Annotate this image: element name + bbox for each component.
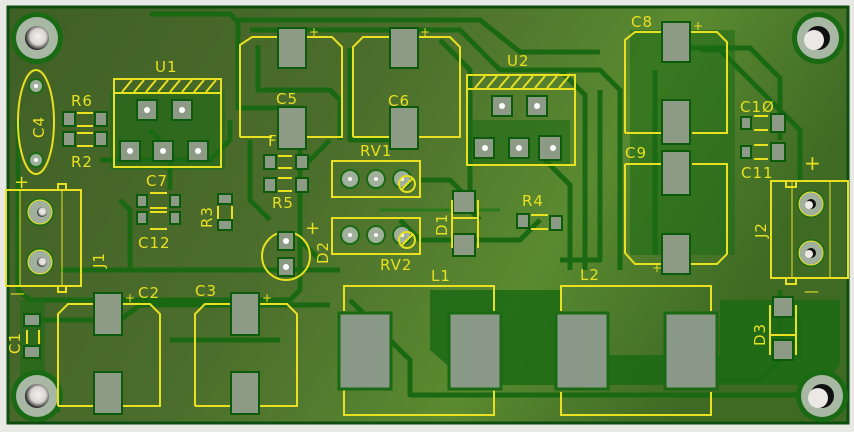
c5-polarity: + — [309, 25, 320, 39]
component-c4[interactable]: C4 — [17, 69, 55, 175]
component-l2[interactable]: L2 — [554, 266, 719, 416]
r7-partial-label: F — [268, 132, 278, 150]
r2-label: R2 — [71, 153, 93, 171]
component-rv2[interactable]: RV2 — [331, 217, 421, 274]
j1-plus-label: + — [14, 172, 30, 193]
rv1-label: RV1 — [360, 142, 392, 160]
d1-label: D1 — [433, 213, 451, 236]
mounting-hole-bottom-right-icon — [796, 370, 848, 422]
r3-label: R3 — [198, 206, 216, 228]
l2-label: L2 — [580, 266, 600, 284]
component-c7[interactable]: C7 — [136, 172, 181, 209]
c9-polarity: + — [652, 261, 663, 275]
u1-label: U1 — [155, 58, 178, 76]
component-u2[interactable]: U2 — [466, 52, 576, 166]
c3-polarity: + — [262, 291, 273, 305]
c11-label: C11 — [741, 164, 774, 182]
j2-plus-label: + — [804, 151, 822, 175]
component-c2[interactable]: + C2 — [57, 284, 161, 415]
component-u1[interactable]: U1 — [113, 58, 222, 168]
j2-label: J2 — [752, 222, 770, 239]
c6-label: C6 — [388, 92, 410, 110]
c8-polarity: + — [693, 19, 704, 33]
j1-label: J1 — [90, 252, 108, 269]
component-c9[interactable]: + C9 — [624, 144, 728, 275]
component-c11[interactable]: C11 — [740, 142, 786, 182]
u2-label: U2 — [507, 52, 530, 70]
c6-polarity: + — [420, 25, 431, 39]
j2-minus-label: — — [804, 282, 820, 300]
c12-label: C12 — [138, 234, 171, 252]
component-r6[interactable]: R6 — [62, 92, 108, 127]
connector-j1[interactable]: + J1 — — [5, 172, 108, 302]
component-d2[interactable]: + D2 — [261, 218, 332, 281]
component-r5[interactable]: R5 — [263, 154, 309, 212]
r5-label: R5 — [272, 194, 294, 212]
component-l1[interactable]: L1 — [337, 267, 503, 416]
c8-label: C8 — [631, 13, 653, 31]
component-r4[interactable]: R4 — [516, 192, 563, 231]
mounting-hole-bottom-left-icon — [11, 370, 63, 422]
l1-label: L1 — [431, 267, 451, 285]
component-r3[interactable]: R3 — [198, 193, 233, 231]
rv2-label: RV2 — [380, 256, 412, 274]
component-c8[interactable]: + C8 — [624, 13, 728, 145]
component-c6[interactable]: + C6 — [352, 25, 461, 150]
c4-label: C4 — [30, 116, 48, 138]
component-d1[interactable]: D1 — [433, 190, 479, 257]
component-rv1[interactable]: RV1 — [331, 142, 421, 198]
c9-label: C9 — [625, 144, 647, 162]
d2-label: D2 — [314, 241, 332, 264]
component-d3[interactable]: D3 — [751, 296, 797, 361]
component-c10[interactable]: C1Ø — [740, 98, 786, 133]
mounting-hole-top-left-icon — [11, 12, 63, 64]
c2-polarity: + — [125, 291, 136, 305]
mounting-hole-top-right-icon — [792, 12, 844, 64]
d3-label: D3 — [751, 323, 769, 346]
j1-minus-label: — — [10, 284, 26, 302]
component-c5[interactable]: + C5 F — [239, 25, 343, 150]
c7-label: C7 — [146, 172, 168, 190]
component-c1[interactable]: C1 — [6, 313, 41, 359]
c10-label: C1Ø — [740, 98, 775, 116]
d2-polarity: + — [305, 218, 321, 239]
r6-label: R6 — [71, 92, 93, 110]
component-c3[interactable]: + C3 — [194, 282, 298, 415]
c1-label: C1 — [6, 332, 24, 354]
component-r2[interactable]: R2 — [62, 131, 108, 171]
c5-label: C5 — [276, 90, 298, 108]
c2-label: C2 — [138, 284, 160, 302]
c3-label: C3 — [195, 282, 217, 300]
copper-pour — [430, 290, 840, 385]
r4-label: R4 — [522, 192, 544, 210]
connector-j2[interactable]: + J2 — — [752, 151, 849, 300]
component-c12[interactable]: C12 — [136, 211, 181, 252]
